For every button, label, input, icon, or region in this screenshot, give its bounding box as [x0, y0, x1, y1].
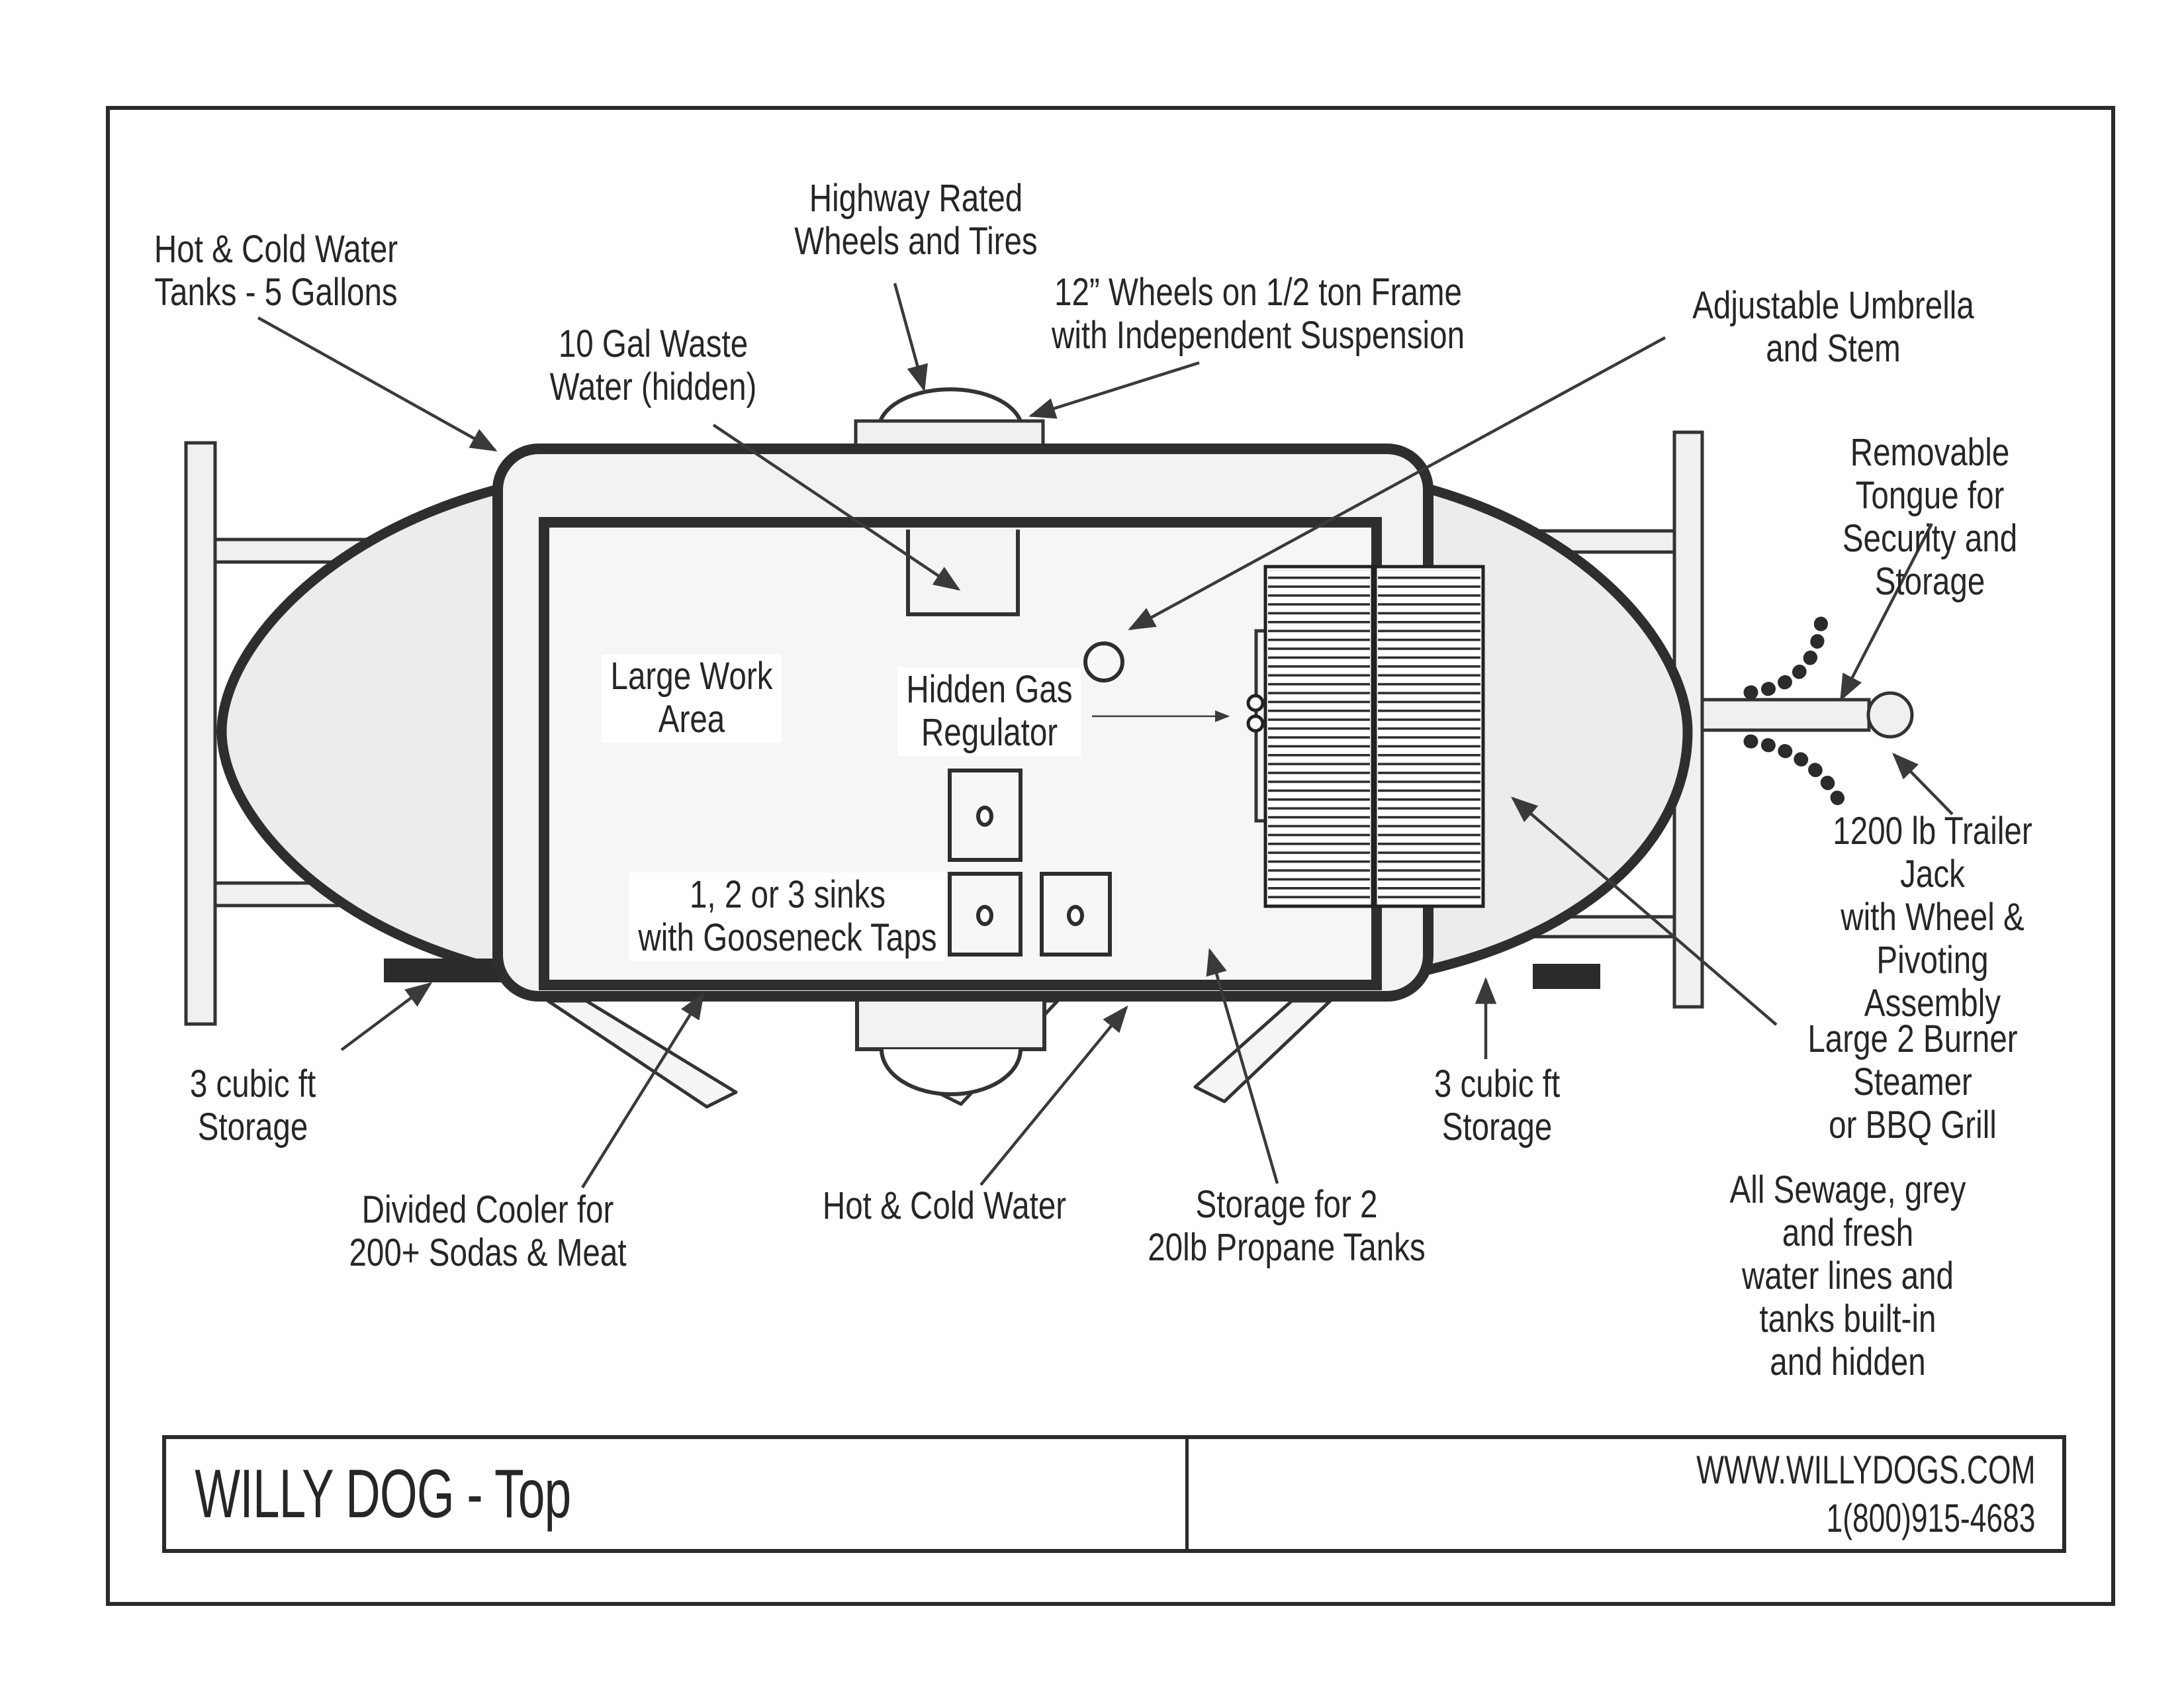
- label-sinks: 1, 2 or 3 sinks with Gooseneck Taps: [629, 872, 946, 961]
- safety-chain-lower: [1743, 734, 1851, 820]
- label-wheels-frame: 12” Wheels on 1/2 ton Frame with Indepen…: [1051, 271, 1465, 357]
- arrow-removable-tongue: [1840, 522, 1933, 702]
- label-storage-left: 3 cubic ft Storage: [189, 1062, 316, 1149]
- label-hot-cold-tanks: Hot & Cold Water Tanks - 5 Gallons: [154, 228, 398, 314]
- safety-chain-upper: [1743, 600, 1829, 700]
- gas-regulator-port-2: [1246, 714, 1265, 733]
- sink-2-drain: [976, 905, 993, 926]
- sink-3-drain: [1067, 905, 1084, 926]
- label-storage-right: 3 cubic ft Storage: [1433, 1062, 1561, 1149]
- label-propane-storage: Storage for 2 20lb Propane Tanks: [1148, 1183, 1426, 1269]
- arrow-storage-left: [340, 982, 433, 1051]
- waste-water-tank: [906, 530, 1020, 616]
- arrow-divided-cooler: [581, 992, 705, 1189]
- left-frame-bar: [184, 441, 217, 1026]
- sink-1-drain: [976, 806, 993, 827]
- title-bar: WILLY DOG - Top WWW.WILLYDOGS.COM 1(800)…: [162, 1435, 2066, 1553]
- storage-pad-right: [1533, 964, 1600, 989]
- label-trailer-jack: 1200 lb Trailer Jack with Wheel & Pivoti…: [1833, 810, 2032, 1025]
- burner-grill-grate: [1263, 565, 1485, 908]
- arrow-hot-cold-water: [979, 1005, 1128, 1186]
- label-gas-regulator: Hidden Gas Regulator: [897, 667, 1081, 756]
- storage-pad-left: [384, 959, 510, 982]
- label-sewage: All Sewage, grey and fresh water lines a…: [1729, 1168, 1966, 1383]
- website-text: WWW.WILLYDOGS.COM: [1696, 1447, 2036, 1492]
- arrow-wheels-frame: [1028, 361, 1200, 419]
- label-waste-water: 10 Gal Waste Water (hidden): [549, 322, 757, 408]
- arrow-waste-water: [712, 424, 961, 591]
- arrow-burner-grill: [1510, 796, 1778, 1026]
- contact-block: WWW.WILLYDOGS.COM 1(800)915-4683: [1696, 1446, 2062, 1542]
- bottom-wheel-tire: [880, 1049, 1023, 1096]
- label-burner-grill: Large 2 Burner Steamer or BBQ Grill: [1807, 1017, 2018, 1147]
- bottom-wheel-well: [855, 994, 1046, 1051]
- label-divided-cooler: Divided Cooler for 200+ Sodas & Meat: [349, 1188, 627, 1274]
- tongue-hitch-ball: [1866, 691, 1914, 739]
- top-wheel-tire: [878, 387, 1023, 424]
- tongue-bar: [1700, 698, 1871, 732]
- arrow-highway-wheels: [893, 283, 928, 392]
- title-bar-divider: [1185, 1435, 1189, 1549]
- label-highway-wheels: Highway Rated Wheels and Tires: [794, 177, 1038, 263]
- label-work-area: Large Work Area: [602, 654, 782, 743]
- label-removable-tongue: Removable Tongue for Security and Storag…: [1842, 431, 2018, 603]
- arrow-propane-storage: [1206, 948, 1279, 1184]
- label-umbrella: Adjustable Umbrella and Stem: [1692, 284, 1974, 370]
- page-title: WILLY DOG - Top: [195, 1455, 571, 1532]
- arrow-trailer-jack: [1892, 753, 1954, 816]
- gas-regulator-port-1: [1246, 694, 1265, 712]
- arrow-umbrella: [1128, 336, 1666, 630]
- arrow-hot-cold-tanks: [257, 316, 498, 451]
- label-hot-cold-water: Hot & Cold Water: [822, 1184, 1067, 1227]
- support-leg-right: [1193, 999, 1332, 1103]
- phone-text: 1(800)915-4683: [1826, 1496, 2036, 1540]
- umbrella-stem-socket: [1083, 641, 1124, 682]
- page-border-frame: [106, 106, 2115, 1606]
